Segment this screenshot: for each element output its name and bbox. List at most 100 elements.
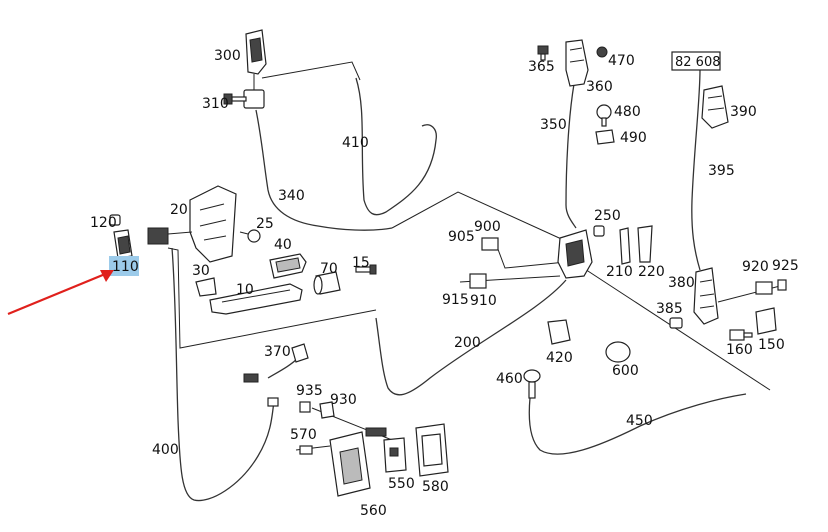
part-40 <box>269 253 307 279</box>
part-110-highlight <box>109 256 139 276</box>
label-570: 570 <box>290 427 317 443</box>
part-560 <box>329 431 371 497</box>
cable-340 <box>255 109 393 231</box>
label-915: 915 <box>442 292 469 308</box>
part-480 <box>596 104 612 127</box>
part-385 <box>669 317 683 329</box>
part-110 <box>113 229 133 259</box>
label-480: 480 <box>614 104 641 120</box>
label-210: 210 <box>606 264 633 280</box>
part-925 <box>777 279 787 291</box>
label-120: 120 <box>90 215 117 231</box>
part-935 <box>299 401 311 413</box>
cable-network <box>167 61 781 502</box>
part-910 <box>469 273 487 289</box>
label-30: 30 <box>192 263 210 279</box>
cable-350 <box>565 83 577 229</box>
label-365: 365 <box>528 59 555 75</box>
part-920 <box>755 281 773 295</box>
rod-905 <box>495 243 567 269</box>
label-385: 385 <box>656 301 683 317</box>
reference-box-frame <box>671 51 721 71</box>
label-600: 600 <box>612 363 639 379</box>
part-20 <box>147 185 237 263</box>
reference-box-label: 82 608 <box>675 55 721 70</box>
label-220: 220 <box>638 264 665 280</box>
label-920: 920 <box>742 259 769 275</box>
part-15 <box>355 264 377 275</box>
part-420 <box>547 319 571 345</box>
label-400: 400 <box>152 442 179 458</box>
part-120 <box>109 214 121 226</box>
part-365 <box>537 45 549 61</box>
label-470: 470 <box>608 53 635 69</box>
part-550 <box>383 437 407 473</box>
part-cable-connector <box>243 373 279 407</box>
label-925: 925 <box>772 258 799 274</box>
leader-300-to-410 <box>261 61 361 81</box>
cable-395 <box>691 69 701 271</box>
label-420: 420 <box>546 350 573 366</box>
leader-lock-to-450 <box>567 257 771 391</box>
part-390 <box>701 85 729 129</box>
label-110: 110 <box>112 259 139 275</box>
label-935: 935 <box>296 383 323 399</box>
label-160: 160 <box>726 342 753 358</box>
label-900: 900 <box>474 219 501 235</box>
part-600 <box>605 341 631 363</box>
part-160 <box>729 329 753 341</box>
part-300 <box>243 29 267 109</box>
part-930 <box>319 401 387 437</box>
cable-200 <box>375 279 567 396</box>
label-25: 25 <box>256 216 274 232</box>
label-40: 40 <box>274 237 292 253</box>
part-150 <box>755 307 777 335</box>
label-10: 10 <box>236 282 254 298</box>
label-15: 15 <box>352 255 370 271</box>
part-380 <box>693 267 719 325</box>
part-580 <box>415 423 449 477</box>
cable-450 <box>528 393 747 455</box>
part-570 <box>299 445 313 455</box>
label-580: 580 <box>422 479 449 495</box>
part-460 <box>523 369 541 399</box>
label-310: 310 <box>202 96 229 112</box>
label-390: 390 <box>730 104 757 120</box>
part-labels: 300 310 410 340 20 25 120 110 40 30 70 1… <box>90 48 799 519</box>
label-340: 340 <box>278 188 305 204</box>
label-490: 490 <box>620 130 647 146</box>
part-70 <box>313 271 341 295</box>
label-70: 70 <box>320 261 338 277</box>
part-470 <box>596 46 608 58</box>
label-905: 905 <box>448 229 475 245</box>
part-lock-unit <box>557 229 593 279</box>
label-930: 930 <box>330 392 357 408</box>
part-310 <box>223 93 247 105</box>
part-210 <box>619 227 631 265</box>
part-360 <box>565 39 589 87</box>
part-220 <box>637 225 653 263</box>
label-300: 300 <box>214 48 241 64</box>
label-410: 410 <box>342 135 369 151</box>
part-370 <box>291 343 309 363</box>
part-250 <box>593 225 605 237</box>
label-200: 200 <box>454 335 481 351</box>
label-250: 250 <box>594 208 621 224</box>
label-560: 560 <box>360 503 387 519</box>
part-490 <box>595 129 615 145</box>
label-350: 350 <box>540 117 567 133</box>
label-380: 380 <box>668 275 695 291</box>
label-20: 20 <box>170 202 188 218</box>
label-360: 360 <box>586 79 613 95</box>
part-30 <box>195 277 217 297</box>
parts <box>109 29 787 497</box>
cable-400 <box>171 247 275 502</box>
label-370: 370 <box>264 344 291 360</box>
cable-370 <box>267 357 299 379</box>
part-10 <box>209 283 303 315</box>
label-910: 910 <box>470 293 497 309</box>
part-905 <box>481 237 499 251</box>
leader-left-frame <box>167 247 377 349</box>
label-150: 150 <box>758 337 785 353</box>
